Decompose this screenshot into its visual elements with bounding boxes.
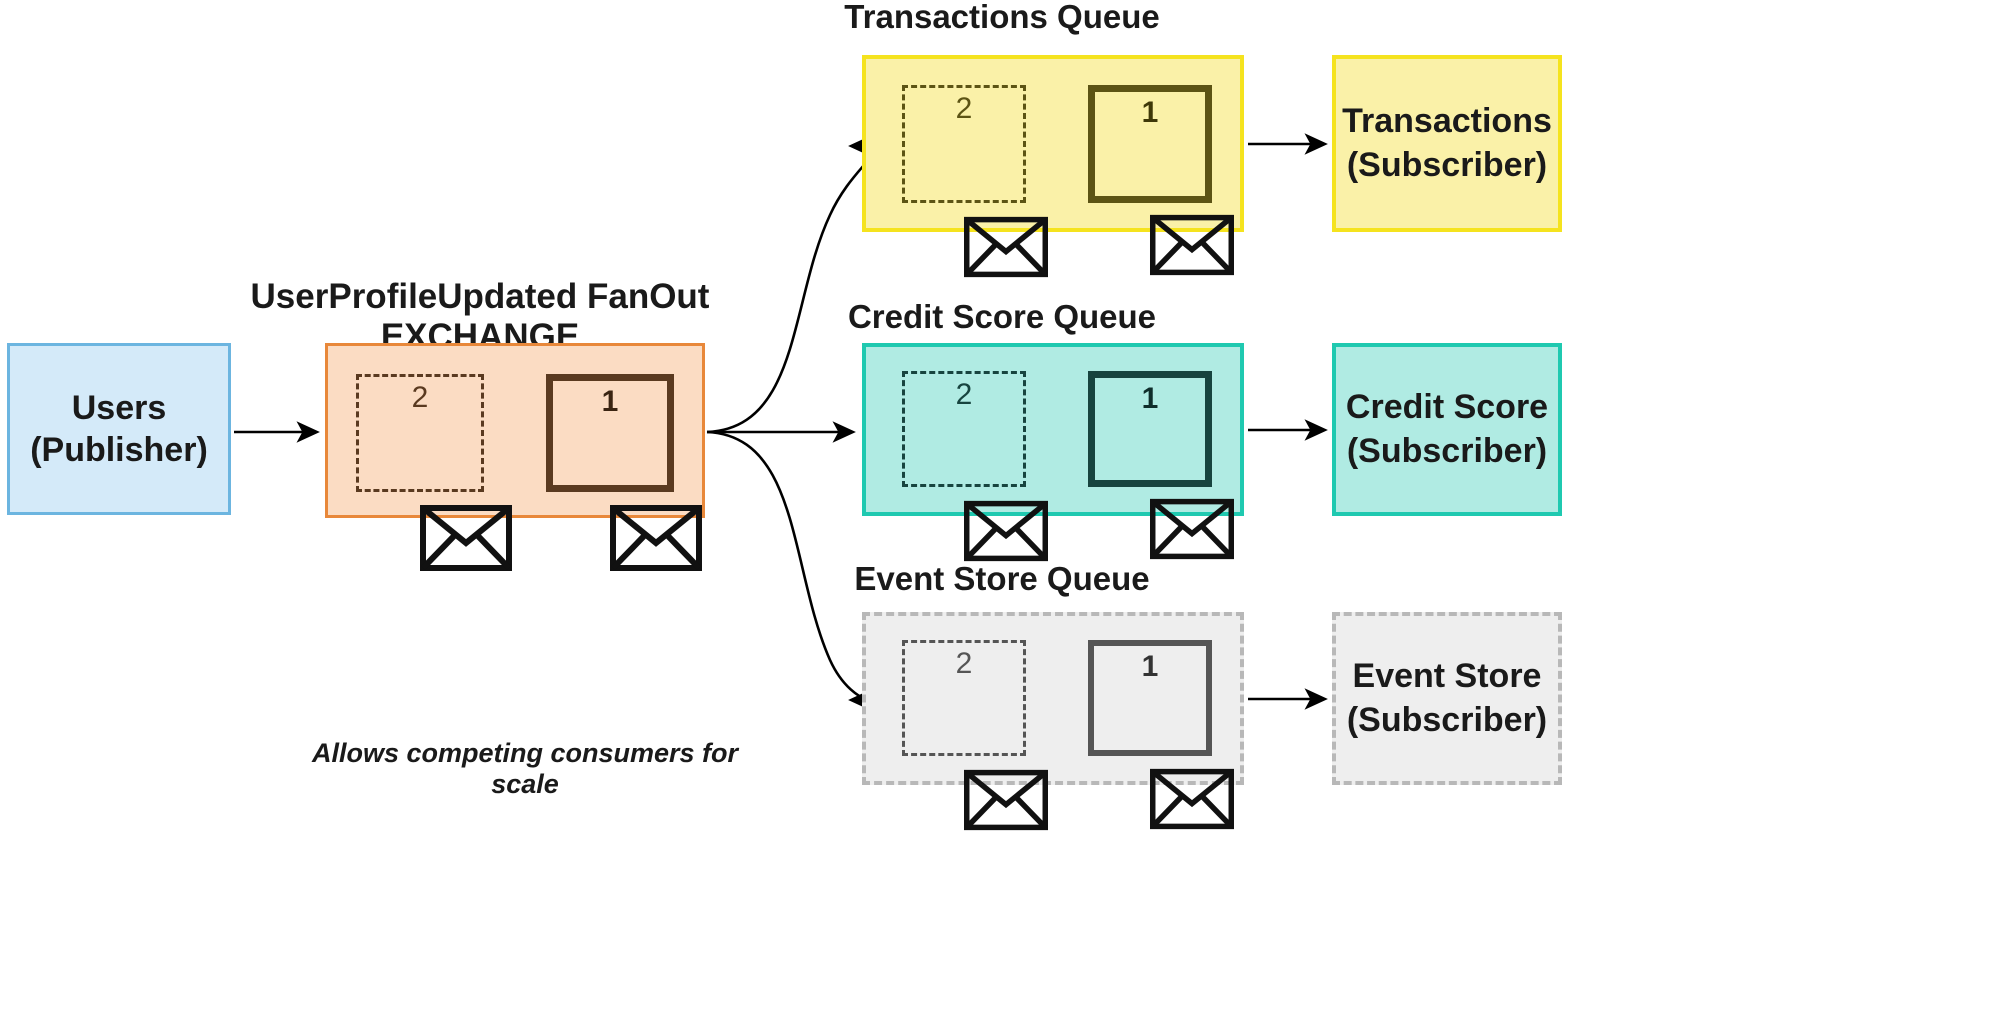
queue-box-event-store[interactable]: 2 1 [862,612,1244,831]
queue-event-store-slot-2: 2 [902,640,1048,831]
publisher-name: Users [71,388,167,427]
exchange-slot-2: 2 [356,374,512,571]
subscriber-role-credit-score: (Subscriber) [1346,431,1548,470]
queue-title-event-store: Event Store Queue [854,560,1150,597]
queue-event-store-slot-2-label: 2 [955,647,973,680]
queue-title-credit-score: Credit Score Queue [847,298,1157,335]
queue-transactions-slot-2-label: 2 [955,92,973,125]
subscriber-role-event-store: (Subscriber) [1346,700,1548,739]
footnote-caption: Allows competing consumers for scale [311,738,739,799]
exchange-slot-1: 1 [546,374,702,571]
queue-credit-score-slot-2: 2 [902,371,1048,562]
subscriber-label-transactions: Transactions (Subscriber) [1342,100,1552,187]
queue-credit-score-slot-1: 1 [1088,371,1234,560]
publisher-role: (Publisher) [30,431,208,469]
subscriber-label-event-store: Event Store (Subscriber) [1347,655,1547,742]
queue-event-store-slot-1: 1 [1088,640,1234,830]
exchange-slot-1-label: 1 [601,385,619,418]
queue-title-transactions: Transactions Queue [844,0,1160,35]
subscriber-label-credit-score: Credit Score (Subscriber) [1346,386,1548,473]
subscriber-name-event-store: Event Store [1352,656,1542,695]
queue-credit-score-slot-1-label: 1 [1141,382,1159,415]
queue-box-transactions[interactable]: 2 1 [862,55,1244,278]
subscriber-box-credit-score[interactable]: Credit Score (Subscriber) [1332,343,1562,516]
publisher-box[interactable]: Users (Publisher) [7,343,231,515]
queue-transactions-slot-1: 1 [1088,85,1234,276]
subscriber-box-transactions[interactable]: Transactions (Subscriber) [1332,55,1562,232]
subscriber-role-transactions: (Subscriber) [1346,145,1548,184]
queue-transactions-slot-2: 2 [902,85,1048,278]
publisher-label: Users (Publisher) [30,387,208,471]
subscriber-box-event-store[interactable]: Event Store (Subscriber) [1332,612,1562,785]
exchange-box[interactable]: 2 1 [325,343,705,571]
queue-credit-score-slot-2-label: 2 [955,378,973,411]
queue-box-credit-score[interactable]: 2 1 [862,343,1244,562]
queue-event-store-slot-1-label: 1 [1141,650,1159,683]
queue-transactions-slot-1-label: 1 [1141,96,1159,129]
exchange-slot-2-label: 2 [411,381,429,414]
subscriber-name-credit-score: Credit Score [1345,387,1549,426]
subscriber-name-transactions: Transactions [1342,101,1552,140]
